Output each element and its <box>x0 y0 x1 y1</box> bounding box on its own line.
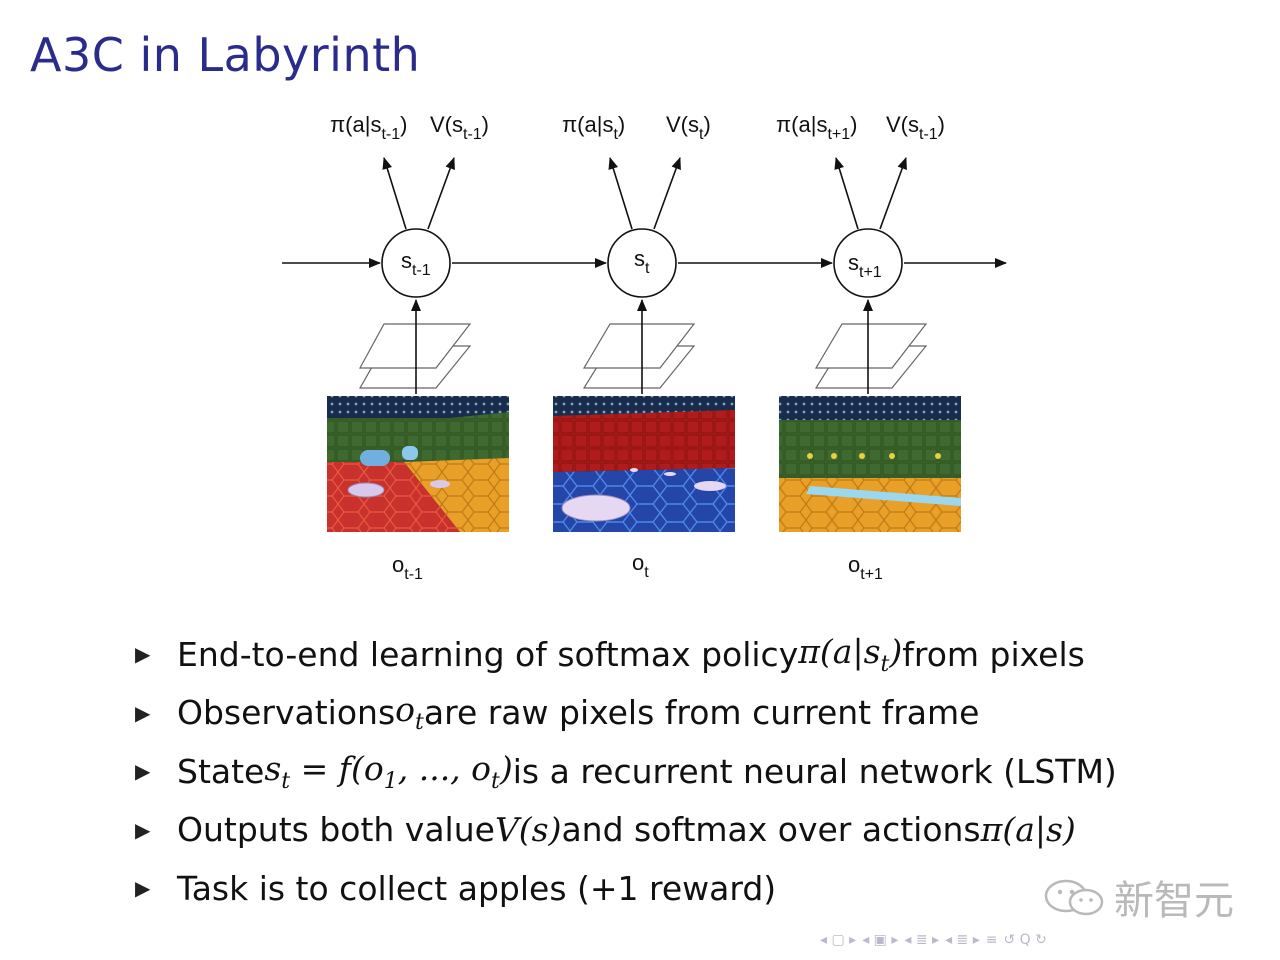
nav-search-icon[interactable]: ↺ Q ↻ <box>1003 932 1047 948</box>
bullet-list: ▶ End-to-end learning of softmax policy … <box>135 625 1117 918</box>
nav-menu-icon[interactable]: ≡ <box>985 932 998 948</box>
bullet-text: and softmax over actions <box>561 810 981 850</box>
conv-layers-next <box>814 323 928 389</box>
bullet-text: Outputs both value <box>177 810 495 850</box>
bullet-text: are raw pixels from current frame <box>423 693 980 733</box>
nav-prev-section-icon[interactable]: ◂ ≣ ▸ <box>904 932 940 948</box>
bullet-item: ▶ Outputs both value V(s) and softmax ov… <box>135 801 1117 860</box>
bullet-triangle-icon: ▶ <box>135 817 151 842</box>
state-next-label: st+1 <box>848 250 882 281</box>
beamer-nav-bar: ◂ ▢ ▸ ◂ ▣ ▸ ◂ ≣ ▸ ◂ ≣ ▸ ≡ ↺ Q ↻ <box>820 928 1270 952</box>
state-node-prev: st-1 <box>381 228 451 298</box>
observation-label-cur: ot <box>632 550 649 581</box>
policy-label-prev: π(a|st-1) <box>330 112 407 143</box>
bullet-item: ▶ Task is to collect apples (+1 reward) <box>135 859 1117 918</box>
observation-frame-cur <box>553 396 735 532</box>
watermark: 新智元 <box>1040 868 1234 926</box>
value-label-prev: V(st-1) <box>430 112 489 143</box>
value-label-cur: V(st) <box>666 112 711 143</box>
policy-label-cur: π(a|st) <box>562 112 625 143</box>
bullet-text: State <box>177 751 265 791</box>
value-arrow-cur <box>653 157 681 230</box>
bullet-text: End-to-end learning of softmax policy <box>177 634 799 674</box>
policy-arrow-prev <box>382 157 407 230</box>
bullet-triangle-icon: ▶ <box>135 642 151 667</box>
bullet-text: from pixels <box>902 634 1085 674</box>
watermark-text: 新智元 <box>1114 878 1234 924</box>
state-node-next: st+1 <box>833 228 903 298</box>
slide-title: A3C in Labyrinth <box>30 28 421 82</box>
conv-layers-prev <box>358 323 472 389</box>
value-arrow-prev <box>427 157 455 230</box>
value-label-next: V(st-1) <box>886 112 945 143</box>
state-prev-label: st-1 <box>401 248 431 279</box>
bullet-math: π(a|st) <box>798 631 903 677</box>
state-cur-label: st <box>634 246 650 277</box>
observation-frame-prev <box>327 396 509 532</box>
observation-frame-next <box>779 396 961 532</box>
bullet-math: π(a|s) <box>980 810 1076 850</box>
state-node-cur: st <box>607 228 677 298</box>
policy-label-next: π(a|st+1) <box>776 112 857 143</box>
bullet-item: ▶ End-to-end learning of softmax policy … <box>135 625 1117 684</box>
bullet-triangle-icon: ▶ <box>135 759 151 784</box>
bullet-math: st = f(o1, ..., ot) <box>264 748 513 794</box>
observation-label-next: ot+1 <box>848 552 883 583</box>
policy-arrow-next <box>834 157 859 230</box>
bullet-math: V(s) <box>494 810 562 850</box>
bullet-text: Task is to collect apples (+1 reward) <box>177 868 777 908</box>
observation-label-prev: ot-1 <box>392 552 423 583</box>
bullet-item: ▶ Observations ot are raw pixels from cu… <box>135 684 1117 743</box>
nav-prev-part-icon[interactable]: ◂ ≣ ▸ <box>945 932 980 948</box>
wechat-logo-icon <box>1044 879 1104 916</box>
bullet-item: ▶ State st = f(o1, ..., ot) is a recurre… <box>135 742 1117 801</box>
bullet-text: is a recurrent neural network (LSTM) <box>512 751 1117 791</box>
policy-arrow-cur <box>608 157 633 230</box>
bullet-triangle-icon: ▶ <box>135 876 151 901</box>
bullet-math: ot <box>395 690 424 736</box>
value-arrow-next <box>879 157 907 230</box>
bullet-text: Observations <box>177 693 396 733</box>
a3c-diagram: st-1 st st+1 π(a|st-1) V(st-1) π(a|st) V… <box>282 112 1007 583</box>
bullet-triangle-icon: ▶ <box>135 700 151 725</box>
nav-prev-subsection-icon[interactable]: ◂ ▣ ▸ <box>862 932 899 948</box>
conv-layers-cur <box>582 323 696 389</box>
nav-prev-frame-icon[interactable]: ◂ ▢ ▸ <box>820 932 857 948</box>
